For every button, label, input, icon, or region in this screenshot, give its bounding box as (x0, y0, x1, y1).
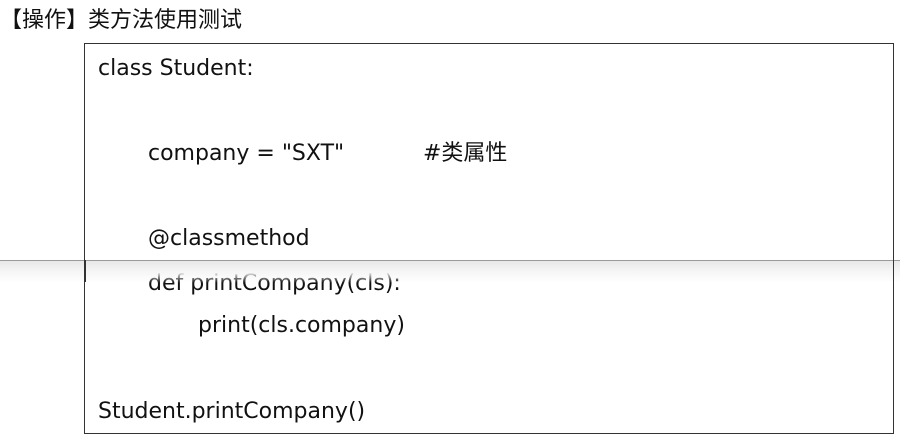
code-line-decorator: @classmethod (148, 226, 310, 251)
code-box-left-edge (84, 260, 86, 282)
code-line-method-def: def printCompany(cls): (148, 271, 401, 296)
code-line-print: print(cls.company) (198, 313, 405, 338)
code-line-call: Student.printCompany() (98, 399, 366, 424)
heading-title: 类方法使用测试 (88, 8, 243, 33)
section-heading: 【操作】类方法使用测试 (0, 6, 242, 36)
code-comment: #类属性 (423, 141, 508, 166)
code-line-class-attr: company = "SXT" (148, 141, 345, 166)
code-box-right-edge (892, 260, 894, 282)
heading-bracket-label: 【操作】 (0, 8, 89, 33)
code-line-class-def: class Student: (98, 56, 254, 81)
code-block: class Student: company = "SXT" #类属性 @cla… (84, 43, 894, 434)
